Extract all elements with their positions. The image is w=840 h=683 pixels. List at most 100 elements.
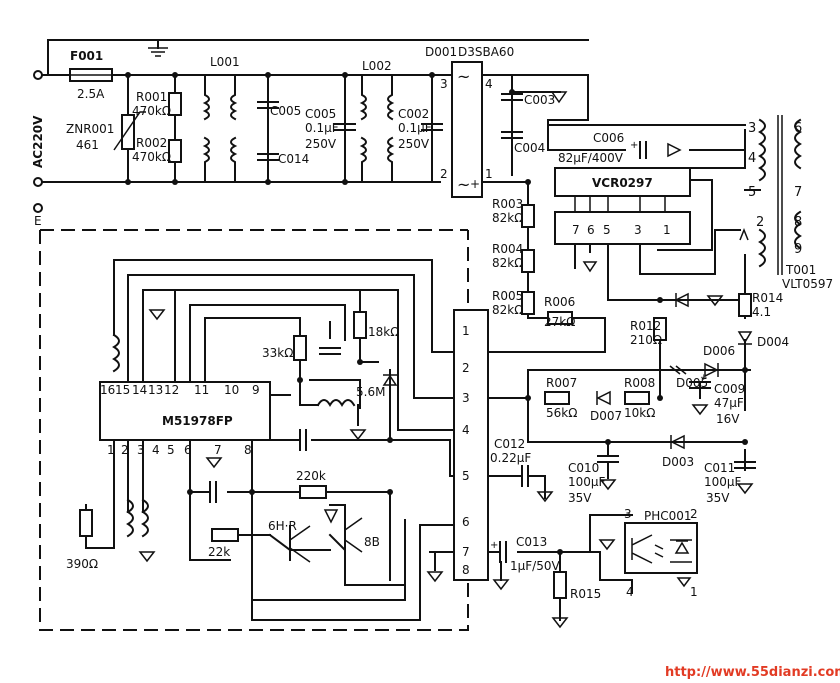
earth-label: E bbox=[34, 214, 42, 228]
ic-pin-12: 12 bbox=[164, 383, 179, 397]
ic-pin-9: 9 bbox=[252, 383, 260, 397]
t001-pin-6: 6 bbox=[794, 121, 802, 136]
d007-label: D007 bbox=[590, 409, 622, 423]
t001-pin-2: 2 bbox=[756, 215, 764, 230]
transistor-6hr bbox=[289, 525, 311, 563]
module-coils bbox=[112, 333, 356, 538]
t001-part-label: VLT0597 bbox=[782, 277, 833, 291]
c005a-label: C005 bbox=[270, 104, 301, 118]
d001-pin-2: 2 bbox=[440, 167, 448, 181]
ac-input-label: AC220V bbox=[31, 115, 45, 168]
r18k-label: 18kΩ bbox=[368, 325, 399, 339]
capacitor-c002 bbox=[421, 123, 443, 131]
ic-pin-10: 10 bbox=[224, 383, 239, 397]
capacitor-module-c bbox=[209, 481, 217, 503]
resistor-220k bbox=[299, 485, 327, 499]
c009-value-label: 47μF bbox=[714, 396, 744, 410]
r002-name-label: R002 bbox=[136, 136, 167, 150]
r33k-label: 33kΩ bbox=[262, 346, 293, 360]
connector-pin-3: 3 bbox=[462, 391, 470, 405]
c012-name-label: C012 bbox=[494, 437, 525, 451]
fuse-f001 bbox=[69, 68, 113, 82]
varistor-znr001 bbox=[113, 111, 146, 151]
ic-pin-1: 1 bbox=[107, 443, 115, 457]
c003-label: C003 bbox=[524, 93, 555, 107]
watermark: http://www.55dianzi.com bbox=[665, 665, 840, 680]
zener-5v6 bbox=[382, 374, 398, 386]
connector-pin-1: 1 bbox=[462, 324, 470, 338]
r390-label: 390Ω bbox=[66, 557, 98, 571]
t001-pin-8: 8 bbox=[794, 215, 802, 230]
c002-voltage-label: 250V bbox=[398, 137, 430, 151]
phc-pin-4: 4 bbox=[626, 585, 634, 599]
l001-label: L001 bbox=[210, 55, 240, 69]
resistor-22k bbox=[211, 528, 239, 542]
capacitor-c009: + bbox=[689, 373, 711, 389]
r002-value-label: 470kΩ bbox=[132, 150, 171, 164]
r004-value-label: 82kΩ bbox=[492, 256, 523, 270]
capacitor-c013: + bbox=[490, 540, 507, 563]
optocoupler-phc001 bbox=[624, 522, 698, 574]
svg-text:+: + bbox=[630, 140, 638, 151]
capacitor-c014 bbox=[257, 153, 279, 161]
ground-icon bbox=[598, 539, 692, 588]
resistor-r004 bbox=[521, 249, 535, 273]
ground-icon bbox=[492, 579, 510, 591]
chassis-ground-icon bbox=[148, 47, 168, 57]
ic-pin-2: 2 bbox=[121, 443, 129, 457]
ac-input-terminals bbox=[33, 70, 43, 213]
diode-d008 bbox=[674, 292, 689, 308]
ic-m51978fp bbox=[99, 381, 271, 441]
d003-label: D003 bbox=[662, 455, 694, 469]
vcr-pin-6: 6 bbox=[587, 223, 595, 237]
d001-pin-4: 4 bbox=[485, 77, 493, 91]
c013-value-label: 1μF/50V bbox=[510, 559, 560, 573]
vcr-pin-7: 7 bbox=[572, 223, 580, 237]
c005b-name-label: C005 bbox=[305, 107, 336, 121]
diode-d007 bbox=[596, 390, 611, 406]
d004-label: D004 bbox=[757, 335, 789, 349]
c005b-value-label: 0.1μF bbox=[305, 121, 339, 135]
c010-voltage-label: 35V bbox=[568, 491, 592, 505]
d001-pin-3: 3 bbox=[440, 77, 448, 91]
vcr-pin-1: 1 bbox=[663, 223, 671, 237]
d001-name-label: D001 bbox=[425, 45, 457, 59]
resistor-r015 bbox=[553, 571, 567, 599]
resistor-r002 bbox=[168, 139, 182, 163]
r015-label: R015 bbox=[570, 587, 601, 601]
vcr-pin-5: 5 bbox=[603, 223, 611, 237]
c014-label: C014 bbox=[278, 152, 309, 166]
capacitor-module-b bbox=[299, 429, 307, 451]
r001-name-label: R001 bbox=[136, 90, 167, 104]
connector-pin-8: 8 bbox=[462, 563, 470, 577]
q6hr-label: 6H·R bbox=[268, 519, 297, 533]
ic-pin-8: 8 bbox=[244, 443, 252, 457]
ic-pin-5: 5 bbox=[167, 443, 175, 457]
f001-label: F001 bbox=[70, 49, 103, 63]
bridge-rectifier-d001: ~ ~ + bbox=[451, 61, 483, 198]
r005-value-label: 82kΩ bbox=[492, 303, 523, 317]
vcr-pin-3: 3 bbox=[634, 223, 642, 237]
connector-pin-2: 2 bbox=[462, 361, 470, 375]
diode-d003 bbox=[670, 434, 685, 450]
capacitor-c011 bbox=[734, 461, 756, 469]
c006-name-label: C006 bbox=[593, 131, 624, 145]
phc-pin-1: 1 bbox=[690, 585, 698, 599]
c004-label: C004 bbox=[514, 141, 545, 155]
c002-name-label: C002 bbox=[398, 107, 429, 121]
t001-pin-4: 4 bbox=[748, 151, 756, 166]
ground-icon bbox=[536, 491, 554, 503]
connector-block bbox=[453, 309, 489, 581]
diode-d006 bbox=[669, 362, 719, 378]
inductor-l002 bbox=[359, 74, 395, 183]
c009-name-label: C009 bbox=[714, 382, 745, 396]
ic-name-label: M51978FP bbox=[162, 414, 233, 428]
capacitor-c005a bbox=[257, 101, 279, 109]
t001-name-label: T001 bbox=[785, 263, 816, 277]
resistor-390 bbox=[79, 509, 93, 537]
resistor-r007 bbox=[544, 391, 570, 405]
ground-icon bbox=[599, 479, 617, 491]
capacitor-c004 bbox=[501, 131, 523, 139]
ground-icon bbox=[550, 91, 568, 104]
